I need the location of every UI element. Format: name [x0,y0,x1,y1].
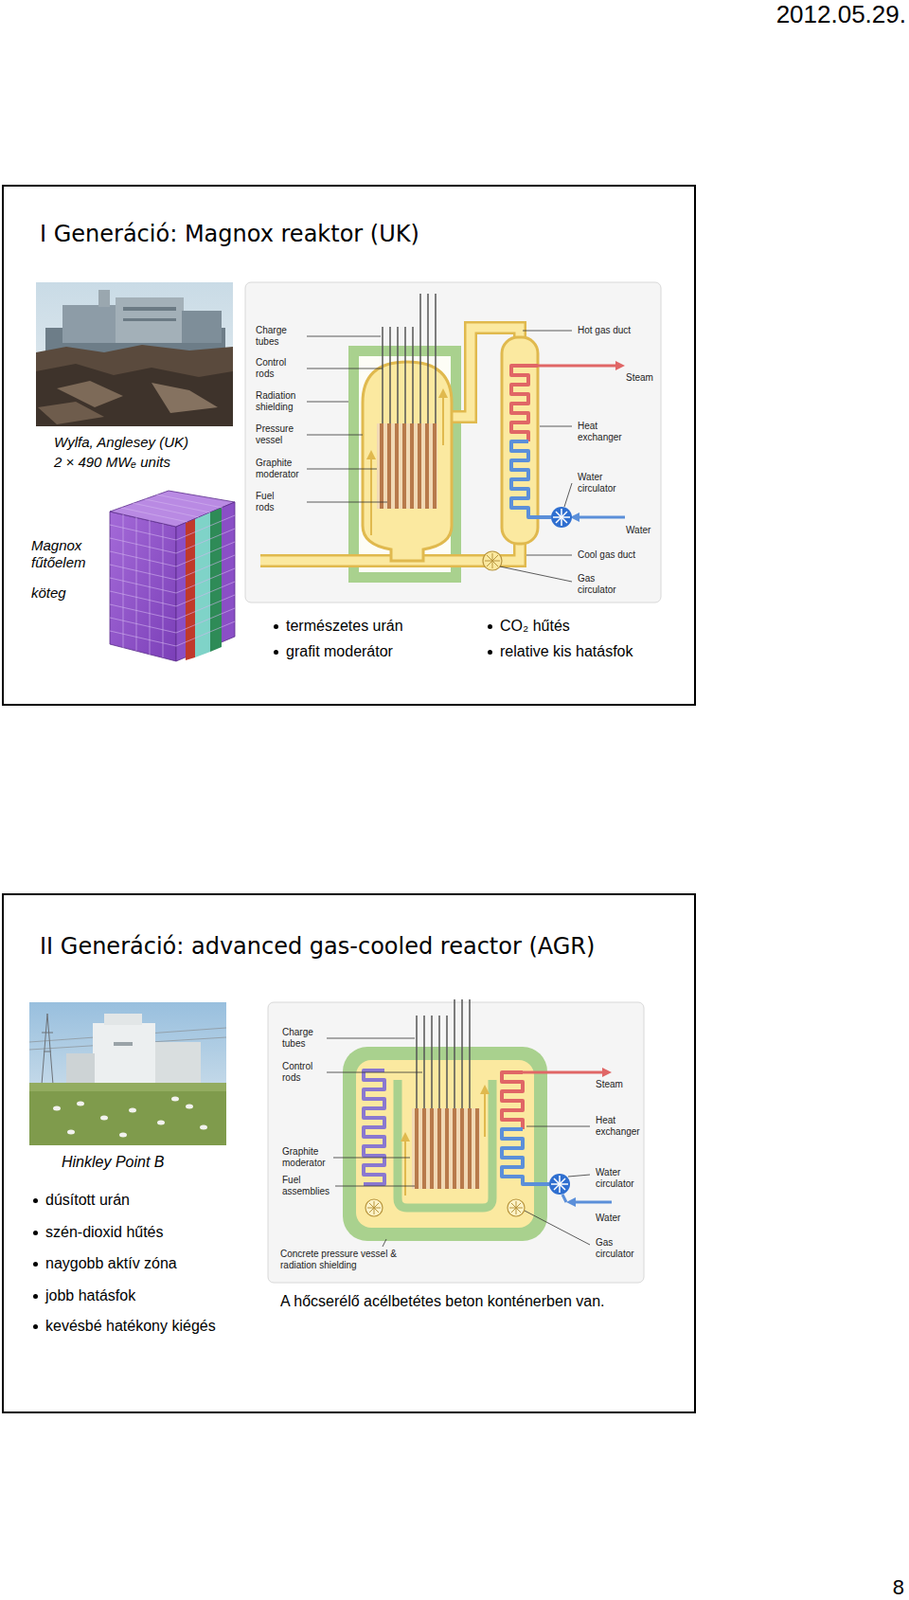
water-circulator [551,506,572,528]
part-label: Heat exchanger [595,1114,641,1138]
part-label: Steam [595,1078,624,1090]
part-label: Hot gas duct [577,324,631,337]
part-label: Water [595,1212,621,1224]
part-label: Concrete pressure vessel & radiation shi… [280,1247,406,1271]
bullet-text: természetes urán [285,616,404,635]
water-circulator [549,1173,571,1195]
graphite-core [411,1107,481,1189]
plant-photo [35,282,233,427]
part-label: Steam [625,372,654,384]
gas-circulator [482,551,502,571]
part-label: Graphite moderator [255,457,300,481]
bullet-dot [33,1229,38,1235]
slide-frame: II Generáció: advanced gas-cooled reacto… [1,892,696,1413]
part-label: Water circulator [595,1166,635,1190]
part-label: Fuel assemblies [282,1174,330,1197]
bullet-text: jobb hatásfok [45,1285,136,1304]
bullet-text: kevésbé hatékony kiégés [45,1316,216,1335]
concrete-vessel [342,1046,548,1241]
date-stamp: 2012.05.29. [776,0,907,30]
bullet-dot [33,1293,38,1299]
magnox-schematic [245,282,661,603]
part-label: Control rods [282,1060,313,1084]
steam-arrow [602,1067,612,1077]
photo-caption: Hinkley Point B [61,1152,165,1171]
part-label: Water circulator [577,471,617,495]
part-label: Radiation shielding [255,390,296,413]
leader-lines [326,1037,590,1247]
pressure-vessel [362,361,452,561]
bullet-text: relative kis hatásfok [499,641,634,660]
bullet-dot [33,1261,38,1266]
water-arrow [566,1196,576,1207]
part-label: Pressure vessel [255,423,294,446]
photo-caption: 2 × 490 MWₑ units [53,453,171,471]
page-number: 8 [892,1574,905,1600]
bullet-dot [33,1197,38,1203]
photo-caption: Wylfa, Anglesey (UK) [53,433,189,451]
bullet-dot [273,649,279,655]
bullet-text: grafit moderátor [285,641,393,660]
part-label: Graphite moderator [282,1145,326,1169]
part-label: Gas circulator [577,572,617,596]
control-rods [416,998,470,1108]
part-label: Gas circulator [595,1236,635,1260]
bullet-dot [273,623,279,629]
part-label: Heat exchanger [577,420,623,444]
agr-schematic [267,998,644,1283]
bullet-text: naygobb aktív zóna [45,1253,178,1272]
leader-lines [306,330,572,582]
steam-arrow [615,360,625,371]
bullet-text: dúsított urán [45,1190,130,1209]
slide-title: II Generáció: advanced gas-cooled reacto… [39,932,595,961]
part-label: Fuel rods [255,490,274,514]
part-label: Control rods [255,356,286,380]
plant-photo [29,1001,227,1145]
bullet-text: CO₂ hűtés [499,616,571,635]
slide-title: I Generáció: Magnox reaktor (UK) [39,220,420,249]
figure-caption: A hőcserélő acélbetétes beton konténerbe… [280,1291,605,1310]
image-caption: Magnox fűtőelem [31,536,87,571]
part-label: Charge tubes [282,1026,314,1050]
image-caption: köteg [31,584,67,602]
bullet-dot [487,649,493,655]
fuel-element-model [109,490,235,661]
bullet-text: szén-dioxid hűtés [45,1222,164,1241]
graphite-core [376,423,438,509]
control-rods [382,293,436,424]
part-label: Cool gas duct [577,549,636,561]
bullet-dot [487,623,493,629]
bullet-dot [33,1323,38,1329]
part-label: Charge tubes [255,324,287,348]
gas-circulator [365,1198,525,1216]
part-label: Water [625,524,651,536]
